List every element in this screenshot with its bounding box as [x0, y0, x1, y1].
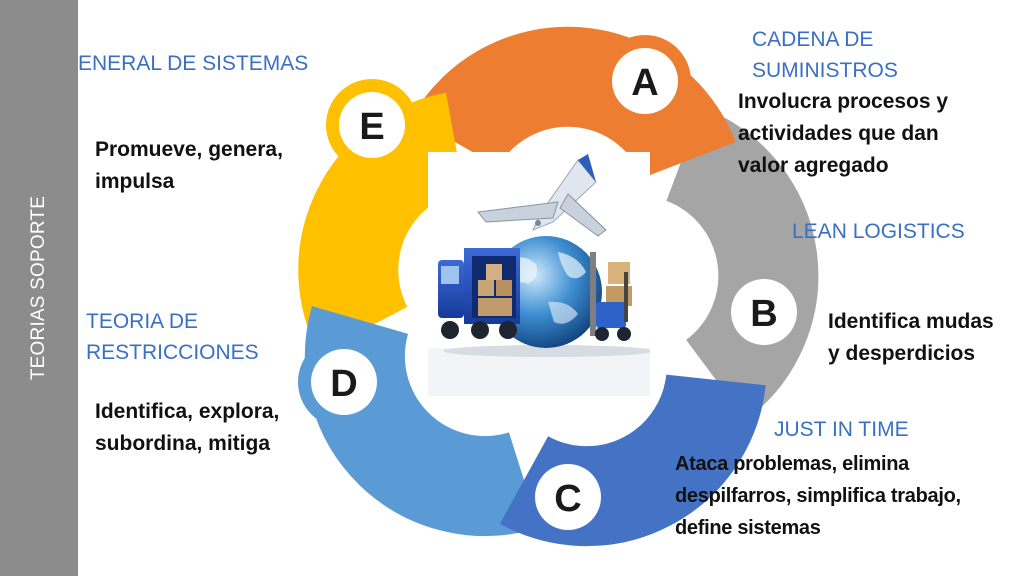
segment-e-desc-line-1: Promueve, genera, [95, 138, 283, 161]
segment-d-description: Identifica, explora, subordina, mitiga [95, 396, 279, 460]
badge-c-letter: C [554, 478, 581, 520]
center-logistics-image [428, 152, 650, 396]
truck-icon [438, 248, 520, 339]
badge-d: D [298, 336, 390, 428]
segment-c-title: JUST IN TIME [774, 414, 909, 445]
forklift-icon [590, 252, 632, 341]
badge-e-letter: E [359, 106, 384, 148]
segment-c-description: Ataca problemas, elimina despilfarros, s… [675, 448, 961, 544]
badge-e: E [326, 79, 418, 171]
segment-a-desc-line-3: valor agregado [738, 154, 889, 177]
segment-c-desc-line-1: Ataca problemas, elimina [675, 453, 910, 475]
segment-c-desc-line-3: define sistemas [675, 517, 821, 539]
badge-d-letter: D [330, 363, 357, 405]
badge-a-letter: A [631, 62, 658, 104]
segment-b-desc-line-1: Identifica mudas [828, 310, 994, 333]
segment-e-desc-line-2: impulsa [95, 170, 175, 193]
segment-a-desc-line-2: actividades que dan [738, 122, 939, 145]
badge-a: A [599, 35, 691, 127]
segment-d-title-line-1: TEORIA DE [86, 310, 199, 333]
airplane-icon [477, 154, 607, 237]
logistics-illustration [428, 154, 650, 396]
segment-a-title-line-1: CADENA DE [752, 28, 874, 51]
segment-c-desc-line-2: despilfarros, simplifica trabajo, [675, 485, 961, 507]
segment-b-title-line-1: LEAN LOGISTICS [792, 220, 965, 243]
segment-a-description: Involucra procesos y actividades que dan… [738, 86, 948, 182]
segment-b-title: LEAN LOGISTICS [792, 216, 965, 247]
segment-a-title: CADENA DE SUMINISTROS [752, 24, 898, 86]
segment-d-title: TEORIA DE RESTRICCIONES [86, 306, 259, 368]
badge-b: B [718, 266, 810, 358]
sidebar: TEORIAS SOPORTE [0, 0, 78, 576]
badge-c: C [522, 451, 614, 543]
segment-e-description: Promueve, genera, impulsa [95, 134, 283, 198]
segment-a-desc-line-1: Involucra procesos y [738, 90, 949, 113]
segment-e-title: ENERAL DE SISTEMAS [78, 48, 308, 79]
segment-b-description: Identifica mudas y desperdicios [828, 306, 994, 370]
segment-d-desc-line-1: Identifica, explora, [95, 400, 280, 423]
segment-d-title-line-2: RESTRICCIONES [86, 341, 259, 364]
segment-e-arc [298, 92, 466, 354]
segment-b-desc-line-2: y desperdicios [828, 342, 976, 365]
segment-a-arc [411, 26, 736, 180]
segment-c-title-line-1: JUST IN TIME [774, 418, 909, 441]
segment-e-title-line-1: ENERAL DE SISTEMAS [78, 52, 309, 75]
segment-a-title-line-2: SUMINISTROS [752, 59, 898, 82]
segment-d-desc-line-2: subordina, mitiga [95, 432, 271, 455]
badge-b-letter: B [750, 293, 777, 335]
